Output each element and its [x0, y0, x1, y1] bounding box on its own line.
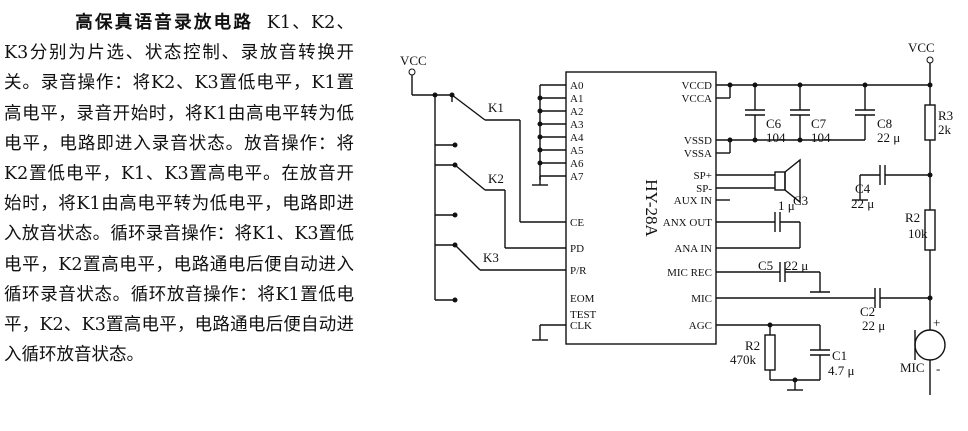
- right-pin-label: ANA IN: [674, 243, 712, 255]
- ic-body: [565, 71, 717, 345]
- circuit-title: 高保真语音录放电路: [74, 13, 254, 33]
- mic-label: MIC: [900, 360, 925, 375]
- left-pin-label: A7: [570, 171, 584, 183]
- right-pin-label: MIC: [691, 293, 712, 305]
- c1-label: C1: [832, 348, 847, 363]
- left-pin-label: A5: [570, 145, 584, 157]
- vcc-left-label: VCC: [400, 53, 427, 68]
- r2-value: 10k: [908, 226, 928, 241]
- right-pin-label: MIC REC: [667, 267, 712, 279]
- right-pin-label: ANX OUT: [663, 217, 712, 229]
- left-pin-label: TEST: [570, 309, 597, 321]
- left-pin-label: EOM: [570, 293, 595, 305]
- right-pin-label: VSSD: [684, 135, 712, 147]
- c8-label: C8: [877, 116, 892, 131]
- right-pin-label: VSSA: [684, 148, 712, 160]
- left-pin-label: PD: [570, 243, 584, 255]
- chip-name: HY-28A: [642, 179, 661, 237]
- left-pin-label: A6: [570, 158, 584, 170]
- c2-value: 22 μ: [862, 318, 885, 333]
- c4-value: 22 μ: [851, 196, 874, 211]
- left-pin-label: CE: [570, 217, 584, 229]
- switch-k1-label: K1: [488, 100, 504, 115]
- switch-k3-label: K3: [483, 250, 499, 265]
- left-pin-label: A3: [570, 119, 584, 131]
- c1-value: 4.7 μ: [828, 363, 855, 378]
- description-text: 高保真语音录放电路 K1、K2、K3分别为片选、状态控制、录放音转换开关。录音操…: [4, 8, 354, 370]
- vcc-right-label: VCC: [908, 40, 935, 55]
- c6-value: 104: [766, 130, 786, 145]
- c5-label: C5: [758, 258, 773, 273]
- left-pin-label: A4: [570, 132, 584, 144]
- c7-value: 104: [811, 130, 831, 145]
- agc-r2-label: R2: [745, 338, 760, 353]
- left-pin-label: A1: [570, 93, 583, 105]
- left-pin-label: A2: [570, 106, 583, 118]
- right-pin-label: AGC: [689, 320, 712, 332]
- mic-minus: -: [936, 361, 940, 376]
- right-pin-label: AUX IN: [674, 195, 712, 207]
- c4-label: C4: [855, 181, 871, 196]
- c5-value: 22 μ: [785, 258, 808, 273]
- c6-label: C6: [766, 116, 782, 131]
- right-pin-label: SP+: [694, 170, 712, 182]
- agc-r2-value: 470k: [730, 352, 757, 367]
- right-pin-label: SP-: [696, 183, 712, 195]
- r3-value: 2k: [938, 122, 952, 137]
- circuit-description: K1、K2、K3分别为片选、状态控制、录放音转换开关。录音操作：将K2、K3置低…: [4, 13, 354, 366]
- left-pin-label: P/R: [570, 265, 587, 277]
- left-pin-label: CLK: [570, 320, 592, 332]
- left-pin-label: A0: [570, 80, 584, 92]
- right-pin-label: VCCD: [681, 80, 712, 92]
- c2-label: C2: [860, 304, 875, 319]
- mic-plus: +: [933, 315, 940, 330]
- c3-label: C3: [793, 193, 808, 208]
- r3-label: R3: [938, 108, 953, 123]
- switch-k2-label: K2: [488, 171, 504, 186]
- right-pin-label: VCCA: [681, 93, 712, 105]
- schematic-diagram: VCC VCC K1 K2 K3 HY-28A A0A1A2A3A4A5A6A7…: [400, 40, 953, 395]
- c7-label: C7: [811, 116, 827, 131]
- r2-label: R2: [905, 210, 920, 225]
- anx-cap-value: 1 μ: [778, 198, 795, 213]
- c8-value: 22 μ: [877, 130, 900, 145]
